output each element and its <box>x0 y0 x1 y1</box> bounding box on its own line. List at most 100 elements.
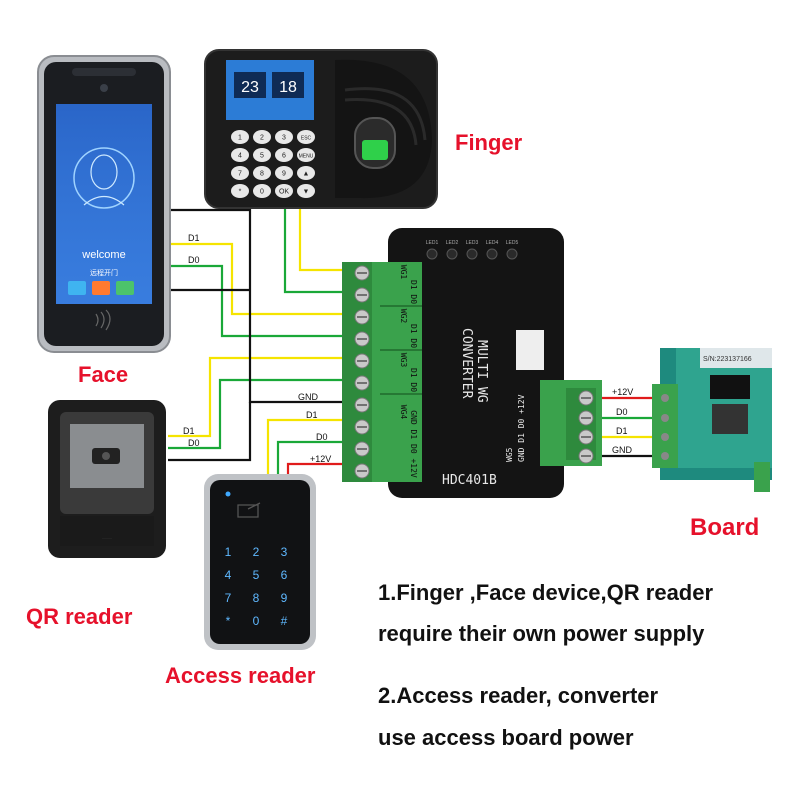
finger-key-label: ▼ <box>303 189 310 196</box>
wire-access-d1 <box>266 418 362 478</box>
finger-key-label: 8 <box>260 171 264 178</box>
finger-key-label: 5 <box>260 153 264 160</box>
qr-reader-label: QR reader <box>26 604 133 629</box>
access-key[interactable]: 7 <box>225 591 232 605</box>
finger-key[interactable] <box>275 148 293 162</box>
finger-key[interactable] <box>231 184 249 198</box>
finger-key[interactable] <box>275 166 293 180</box>
face-door-text: 远程开门 <box>90 268 118 277</box>
wg-port-label: WG3 <box>399 353 408 368</box>
nfc-icon <box>95 309 111 331</box>
note-line-4: use access board power <box>378 725 634 750</box>
wire-face-d0 <box>168 264 362 338</box>
access-key[interactable]: * <box>226 614 231 628</box>
label-access-12v: +12V <box>310 454 331 464</box>
access-key[interactable]: 8 <box>253 591 260 605</box>
status-led <box>466 248 478 260</box>
status-led <box>506 248 518 260</box>
wg5-pins: GND D1 D0 +12V <box>517 394 526 462</box>
wire-gnd-bus <box>168 208 362 404</box>
note-line-3: 2.Access reader, converter <box>378 683 659 708</box>
led-label: LED3 <box>466 240 479 246</box>
finger-key[interactable] <box>231 148 249 162</box>
label-access-d1: D1 <box>306 410 318 420</box>
access-key[interactable]: 9 <box>281 591 288 605</box>
finger-key[interactable] <box>253 166 271 180</box>
status-led <box>446 248 458 260</box>
access-key[interactable]: 5 <box>253 568 260 582</box>
access-key[interactable]: # <box>281 614 288 628</box>
access-keypad: 1 2 3 4 5 6 7 8 9 * 0 # <box>225 545 288 628</box>
finger-key-label: 2 <box>260 135 264 142</box>
finger-key[interactable] <box>253 184 271 198</box>
finger-key-label: 0 <box>260 189 264 196</box>
wg-port-pins: D1 D0 <box>409 280 418 304</box>
led-label: LED2 <box>446 240 459 246</box>
clock-hours: 23 <box>241 79 259 96</box>
access-board: S/N:223137166 <box>652 348 772 492</box>
face-app-icon <box>68 281 86 295</box>
wg-port-pins: D1 D0 <box>409 368 418 392</box>
wg-port-pins: D1 D0 <box>409 324 418 348</box>
finger-key[interactable] <box>253 148 271 162</box>
face-app-icon <box>92 281 110 295</box>
finger-key-label: ▲ <box>303 171 310 178</box>
note-line-2: require their own power supply <box>378 621 705 646</box>
finger-key[interactable] <box>297 166 315 180</box>
converter-title-1: MULTI WG <box>474 340 489 403</box>
led-label: LED4 <box>486 240 499 246</box>
status-led <box>486 248 498 260</box>
finger-key-label: 9 <box>282 171 286 178</box>
finger-key[interactable] <box>297 130 315 144</box>
label-access-d0: D0 <box>316 432 328 442</box>
finger-key-label: 3 <box>282 135 286 142</box>
board-serial: S/N:223137166 <box>703 356 752 363</box>
finger-key[interactable] <box>297 148 315 162</box>
wg5-label: WG5 <box>505 447 514 462</box>
finger-key[interactable] <box>275 184 293 198</box>
wire-qr-d0 <box>168 378 362 450</box>
access-key[interactable]: 3 <box>281 545 288 559</box>
label-board-d1: D1 <box>616 426 628 436</box>
access-key[interactable]: 2 <box>253 545 260 559</box>
label-qr-d0: D0 <box>188 438 200 448</box>
finger-key[interactable] <box>231 130 249 144</box>
card-icon <box>237 502 261 518</box>
wg-port-pins: GND D1 D0 +12V <box>409 410 418 478</box>
wire-finger-d1 <box>298 205 362 272</box>
wire-labels: D1 D0 D1 D0 GND D1 D0 +12V +12V D0 D1 GN… <box>183 233 633 464</box>
wires <box>168 205 660 478</box>
finger-key[interactable] <box>275 130 293 144</box>
access-reader-device: 1 2 3 4 5 6 7 8 9 * 0 # <box>204 474 316 650</box>
finger-key[interactable] <box>231 166 249 180</box>
finger-label: Finger <box>455 130 523 155</box>
clock-minutes: 18 <box>279 79 297 96</box>
led-label: LED5 <box>506 240 519 246</box>
face-app-icon <box>116 281 134 295</box>
converter-title-2: CONVERTER <box>459 328 474 399</box>
face-scan-icon <box>73 147 135 209</box>
board-label: Board <box>690 514 760 541</box>
wire-face-d1 <box>168 242 362 316</box>
access-reader-label: Access reader <box>165 663 316 688</box>
qr-reader-device: ····· <box>48 400 166 558</box>
finger-key-label: * <box>239 189 242 196</box>
converter-model: HDC401B <box>442 473 497 488</box>
access-key[interactable]: 1 <box>225 545 232 559</box>
access-key[interactable]: 0 <box>253 614 260 628</box>
wg-port-label: WG2 <box>399 309 408 324</box>
finger-key[interactable] <box>297 184 315 198</box>
access-key[interactable]: 4 <box>225 568 232 582</box>
finger-key[interactable] <box>253 130 271 144</box>
finger-key-label: OK <box>279 189 289 196</box>
wire-finger-d0 <box>283 205 362 294</box>
access-key[interactable]: 6 <box>281 568 288 582</box>
face-device: welcome 远程开门 <box>37 55 171 353</box>
label-gnd: GND <box>298 392 319 402</box>
